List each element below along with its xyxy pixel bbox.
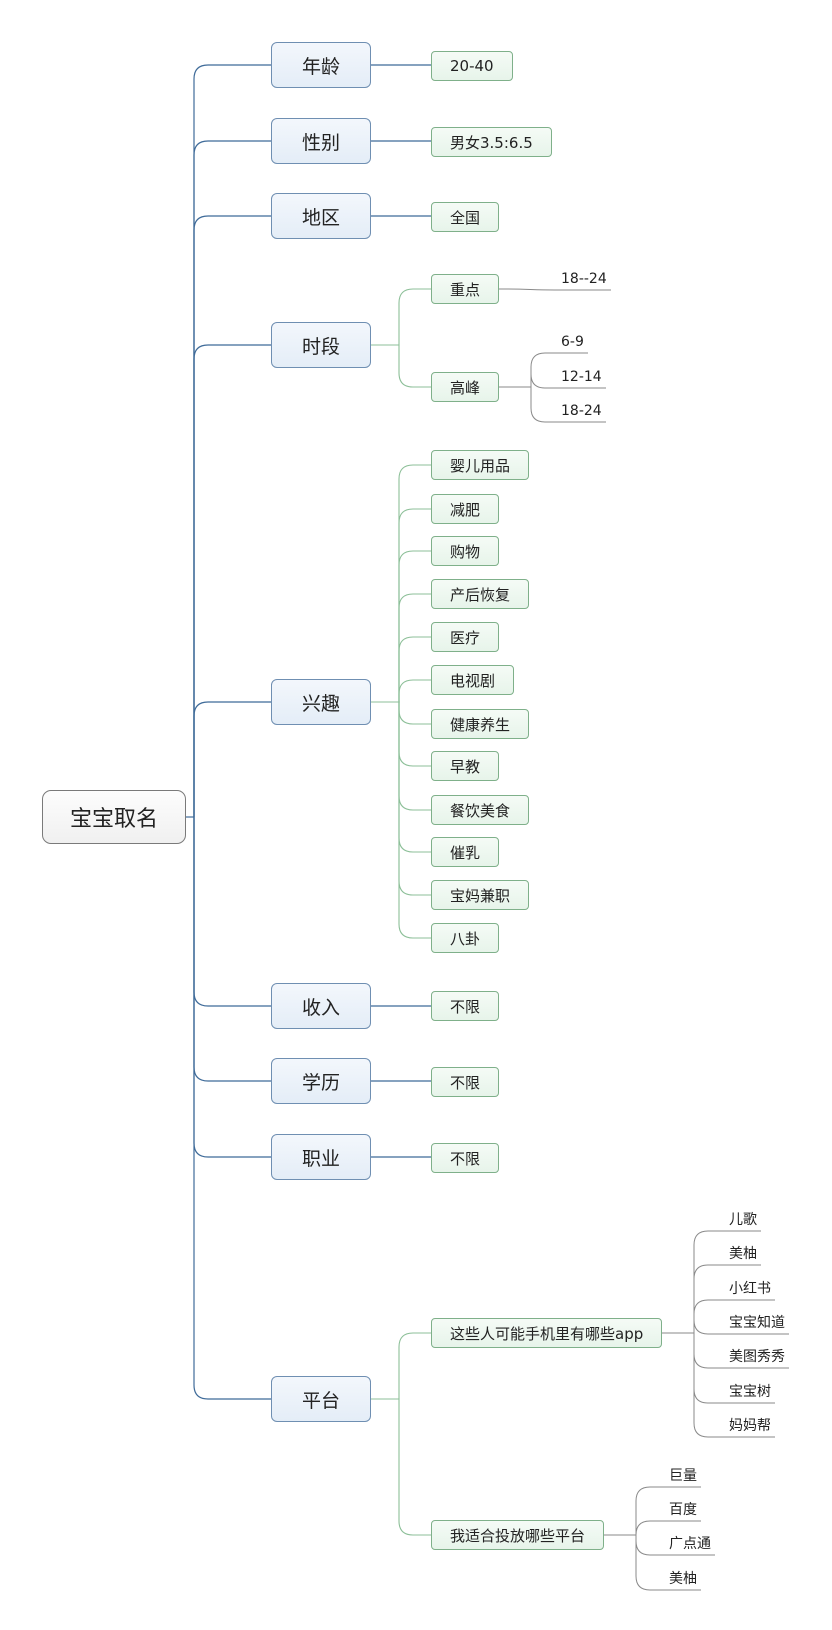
subtopic-interest[interactable]: 早教 [431, 751, 500, 781]
subtopic-apps[interactable]: 这些人可能手机里有哪些app [431, 1318, 663, 1348]
edge-child [371, 344, 431, 388]
subtopic-interest[interactable]: 催乳 [431, 837, 500, 867]
topic-education[interactable]: 学历 [271, 1058, 371, 1104]
subtopic-interest[interactable]: 购物 [431, 536, 500, 566]
subtopic-interest[interactable]: 医疗 [431, 622, 500, 652]
edge-child [371, 1398, 431, 1536]
edge-leaf [499, 386, 606, 423]
edge-child [371, 1332, 431, 1400]
leaf-platform: 巨量 [669, 1468, 697, 1484]
topic-region[interactable]: 地区 [271, 193, 371, 239]
subtopic-nationwide[interactable]: 全国 [431, 202, 500, 232]
edge-leaf [499, 352, 588, 388]
subtopic-gender-ratio[interactable]: 男女3.5:6.5 [431, 127, 552, 157]
leaf-app: 小红书 [729, 1281, 771, 1297]
leaf-app: 宝宝树 [729, 1384, 771, 1400]
leaf-app: 美柚 [729, 1246, 757, 1262]
edge-branch [193, 817, 271, 1082]
topic-income[interactable]: 收入 [271, 983, 371, 1029]
edge-branch [193, 817, 271, 1007]
edge-leaf [662, 1319, 789, 1335]
subtopic-interest[interactable]: 电视剧 [431, 665, 515, 695]
edge-leaf [604, 1520, 701, 1536]
edge-child [371, 679, 431, 703]
subtopic-interest[interactable]: 产后恢复 [431, 579, 530, 609]
edge-branch [193, 817, 271, 1400]
edge-leaf [604, 1486, 701, 1536]
leaf-peak-hours: 12-14 [561, 369, 602, 385]
edge-leaf [604, 1534, 701, 1591]
subtopic-interest[interactable]: 八卦 [431, 923, 500, 953]
subtopic-income-unlimited[interactable]: 不限 [431, 991, 500, 1021]
edge-branch [193, 64, 271, 817]
leaf-key-hours: 18--24 [561, 271, 607, 287]
root-node[interactable]: 宝宝取名 [42, 790, 186, 844]
topic-time[interactable]: 时段 [271, 322, 371, 368]
edge-branch [193, 140, 271, 817]
subtopic-education-unlimited[interactable]: 不限 [431, 1067, 500, 1097]
subtopic-occupation-unlimited[interactable]: 不限 [431, 1143, 500, 1173]
leaf-peak-hours: 18-24 [561, 403, 602, 419]
edge-child [371, 701, 431, 896]
leaf-platform: 百度 [669, 1502, 697, 1518]
topic-occupation[interactable]: 职业 [271, 1134, 371, 1180]
leaf-app: 儿歌 [729, 1212, 757, 1228]
subtopic-ad-platforms[interactable]: 我适合投放哪些平台 [431, 1520, 605, 1550]
leaf-platform: 广点通 [669, 1536, 711, 1552]
edge-child [371, 288, 431, 346]
edge-leaf [499, 373, 606, 389]
edge-child [371, 593, 431, 703]
subtopic-interest[interactable]: 婴儿用品 [431, 450, 530, 480]
topic-gender[interactable]: 性别 [271, 118, 371, 164]
edge-branch [193, 701, 271, 817]
edge-branch [193, 215, 271, 817]
leaf-app: 宝宝知道 [729, 1315, 785, 1331]
subtopic-interest[interactable]: 健康养生 [431, 709, 530, 739]
subtopic-age-range[interactable]: 20-40 [431, 51, 513, 81]
leaf-app: 美图秀秀 [729, 1349, 785, 1365]
edge-child [371, 464, 431, 703]
topic-platform[interactable]: 平台 [271, 1376, 371, 1422]
subtopic-interest[interactable]: 减肥 [431, 494, 500, 524]
edge-leaf [662, 1230, 761, 1334]
edge-child [371, 636, 431, 703]
edge-child [371, 701, 431, 767]
leaf-platform: 美柚 [669, 1571, 697, 1587]
edge-branch [193, 344, 271, 817]
subtopic-interest[interactable]: 餐饮美食 [431, 795, 530, 825]
leaf-peak-hours: 6-9 [561, 334, 584, 350]
edge-leaf [662, 1299, 775, 1334]
edge-leaf [662, 1264, 761, 1334]
edge-leaf [662, 1332, 775, 1438]
edge-branch [193, 817, 271, 1158]
edge-child [371, 701, 431, 725]
subtopic-interest[interactable]: 宝妈兼职 [431, 880, 530, 910]
edge-child [371, 701, 431, 939]
subtopic-key-time[interactable]: 重点 [431, 274, 500, 304]
edge-child [371, 508, 431, 703]
edge-child [371, 550, 431, 703]
edge-leaf [498, 288, 611, 291]
subtopic-peak-time[interactable]: 高峰 [431, 372, 500, 402]
topic-interest[interactable]: 兴趣 [271, 679, 371, 725]
topic-age[interactable]: 年龄 [271, 42, 371, 88]
leaf-app: 妈妈帮 [729, 1418, 771, 1434]
